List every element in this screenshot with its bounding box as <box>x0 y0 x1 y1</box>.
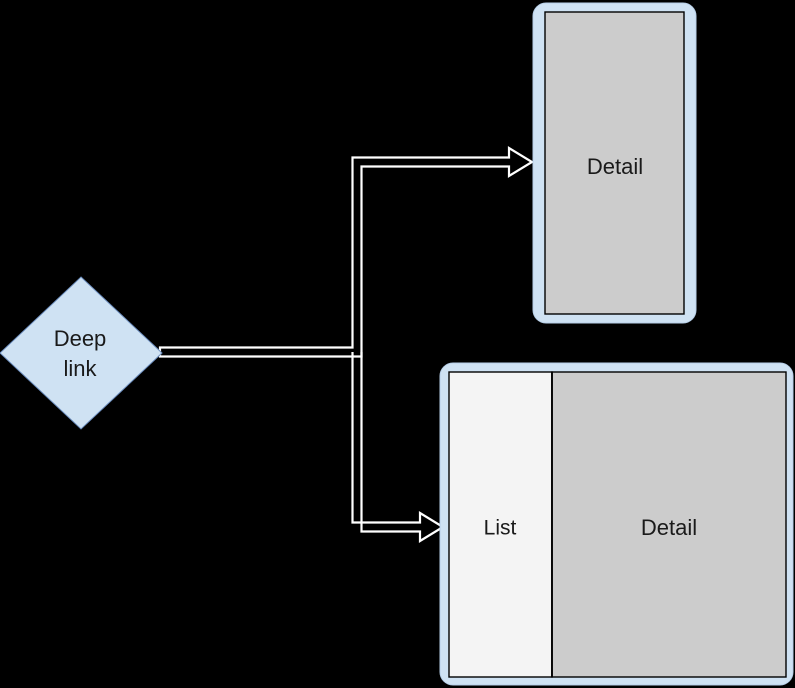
connector-deep-link-to-phone-detail[interactable] <box>158 146 535 358</box>
connector-phone-path <box>158 146 535 358</box>
phone-detail-label: Detail <box>587 154 643 179</box>
node-phone-detail[interactable]: Detail <box>532 2 697 324</box>
tablet-list-label: List <box>484 517 517 540</box>
tablet-detail-panel[interactable] <box>551 371 787 678</box>
connector-deep-link-to-tablet-list-detail[interactable] <box>351 352 446 543</box>
deep-link-diamond-shape <box>0 276 163 430</box>
tablet-detail-label: Detail <box>641 515 697 540</box>
deep-link-label-line2: link <box>63 356 97 381</box>
phone-screen-detail-panel[interactable] <box>544 11 685 315</box>
tablet-list-panel[interactable] <box>448 371 553 678</box>
node-tablet-list-detail[interactable]: List Detail <box>439 362 794 686</box>
node-deep-link[interactable]: Deep link <box>0 276 163 430</box>
deep-link-label-line1: Deep <box>54 326 107 351</box>
connector-tablet-path <box>351 352 446 543</box>
